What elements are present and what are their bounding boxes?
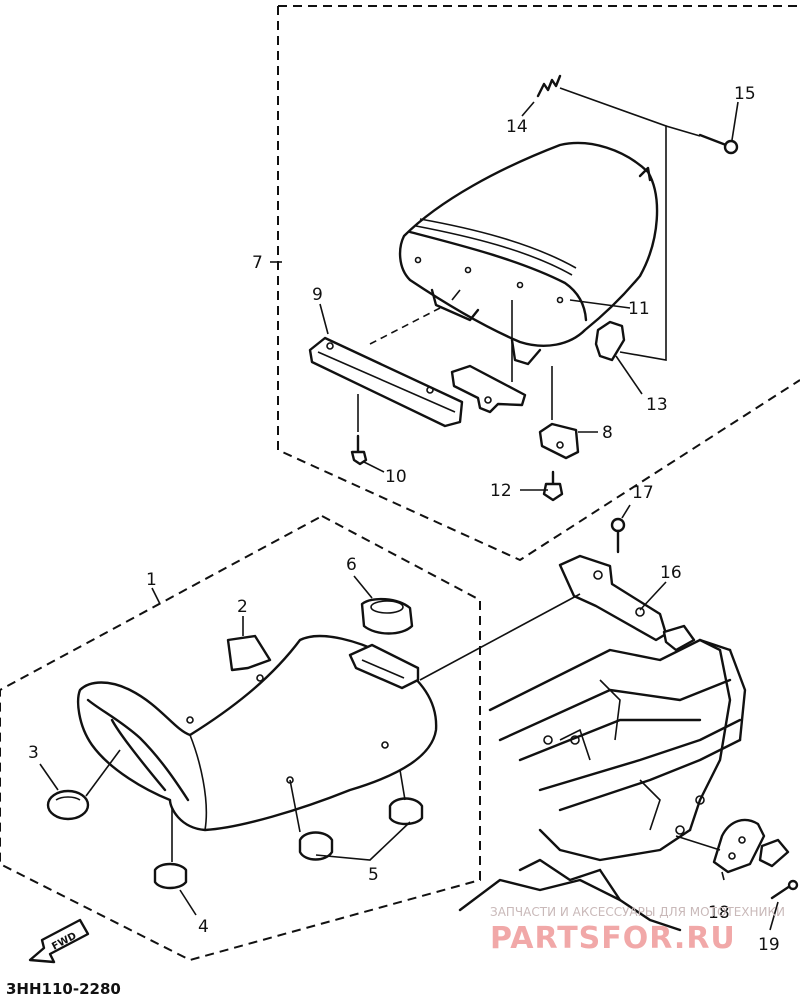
bolt-10 — [350, 434, 368, 466]
callout-8: 8 — [602, 423, 613, 443]
bolt-15 — [698, 133, 739, 155]
spring-14 — [536, 74, 562, 98]
callout-3: 3 — [28, 743, 39, 763]
callout-2: 2 — [237, 597, 248, 617]
callout-18: 18 — [708, 903, 730, 923]
screw-19 — [770, 879, 799, 900]
callout-13: 13 — [646, 395, 668, 415]
callout-5: 5 — [368, 865, 379, 885]
bracket-8 — [538, 422, 580, 460]
callout-6: 6 — [346, 555, 357, 575]
callout-16: 16 — [660, 563, 682, 583]
callout-10: 10 — [385, 467, 407, 487]
watermark-tagline: ЗАПЧАСТИ И АКСЕССУАРЫ ДЛЯ МОТОТЕХНИКИ — [490, 905, 785, 919]
bumper-3 — [46, 789, 90, 821]
seat-strap-2 — [226, 634, 272, 672]
callout-15: 15 — [734, 84, 756, 104]
bolt-17 — [610, 517, 626, 554]
damper-4 — [153, 862, 188, 890]
callout-4: 4 — [198, 917, 209, 937]
diagram-code: 3HH110-2280 — [6, 980, 121, 998]
callout-1: 1 — [146, 570, 157, 590]
callout-14: 14 — [506, 117, 528, 137]
group-7-outline — [277, 5, 800, 562]
frame — [458, 638, 747, 932]
rubber-6 — [360, 597, 414, 635]
damper-5b — [388, 797, 424, 826]
callout-7: 7 — [252, 253, 263, 273]
main-seat — [77, 634, 438, 832]
callout-19: 19 — [758, 935, 780, 955]
seat-cowl — [398, 141, 659, 366]
fwd-arrow-icon: FWD — [28, 918, 90, 964]
bolt-12 — [542, 470, 564, 502]
callout-11: 11 — [628, 299, 650, 319]
helmet-holder-18 — [712, 818, 790, 874]
watermark-brand: PARTSFOR.RU — [490, 921, 736, 956]
damper-5a — [298, 831, 334, 861]
callout-12: 12 — [490, 481, 512, 501]
center-bracket — [450, 364, 527, 414]
latch-plate — [348, 643, 420, 690]
callout-17: 17 — [632, 483, 654, 503]
seat-lock-16 — [558, 554, 696, 652]
bracket-13 — [594, 320, 626, 362]
callout-9: 9 — [312, 285, 323, 305]
seat-rail-bracket — [308, 336, 464, 428]
